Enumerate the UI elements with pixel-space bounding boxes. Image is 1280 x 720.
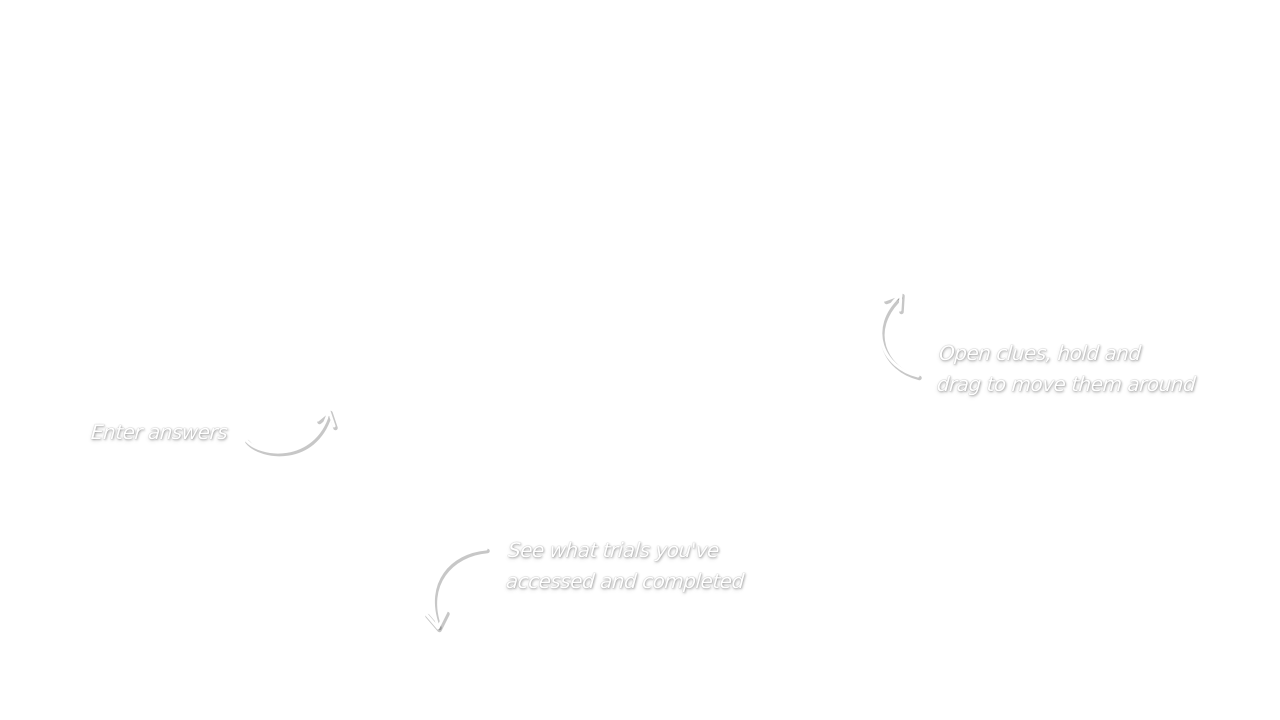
hint-text-line-2: accessed and completed [505,569,745,593]
curved-arrow-up-right-icon [244,409,338,457]
curved-arrow-down-icon [424,547,490,633]
hint-trials: See what trials you've accessed and comp… [505,535,747,597]
hint-open-clues: Open clues, hold and drag to move them a… [936,338,1199,400]
hint-text: Enter answers [90,420,229,444]
hint-enter-answers: Enter answers [90,417,228,448]
hint-text-line-2: drag to move them around [936,372,1197,396]
hint-text-line-1: See what trials you've [507,538,720,562]
curved-arrow-up-icon [879,292,922,381]
hint-text-line-1: Open clues, hold and [938,341,1142,365]
